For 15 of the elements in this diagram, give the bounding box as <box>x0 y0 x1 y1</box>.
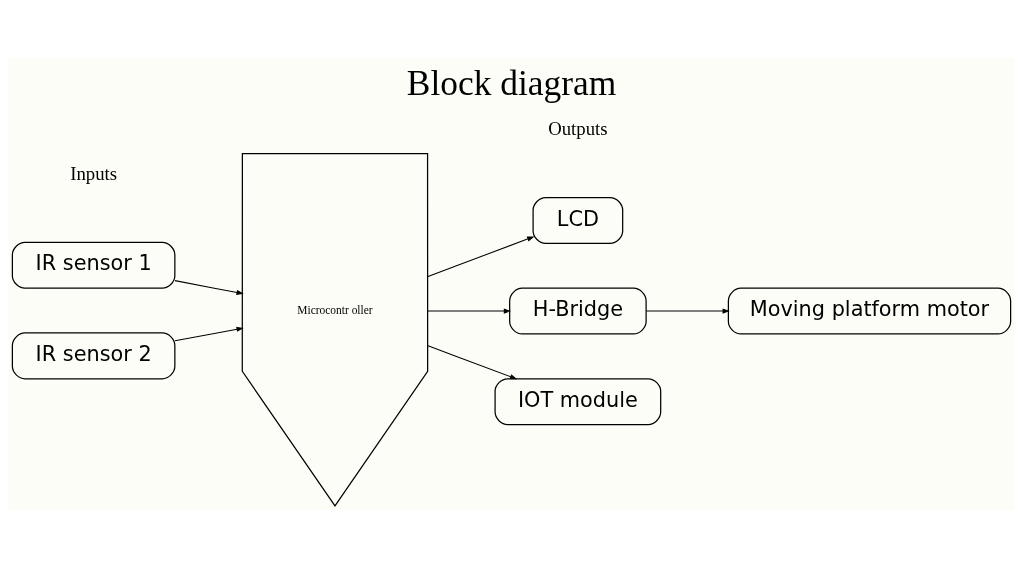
arrow <box>426 235 535 277</box>
label: Inputs <box>70 162 118 184</box>
node-box: IOT module <box>494 377 662 425</box>
arrow <box>426 308 512 314</box>
node-box: IR sensor 1 <box>11 241 176 289</box>
diagram-title: Block diagram <box>406 62 617 103</box>
arrow <box>174 326 244 341</box>
arrow <box>174 279 244 295</box>
node-box: IR sensor 2 <box>11 331 176 379</box>
node-box: Moving platform motor <box>727 287 1012 335</box>
arrow <box>645 308 730 314</box>
label: Outputs <box>548 117 608 139</box>
arrow <box>426 344 518 379</box>
node-box: H-Bridge <box>509 287 647 335</box>
node-box: LCD <box>532 196 624 244</box>
